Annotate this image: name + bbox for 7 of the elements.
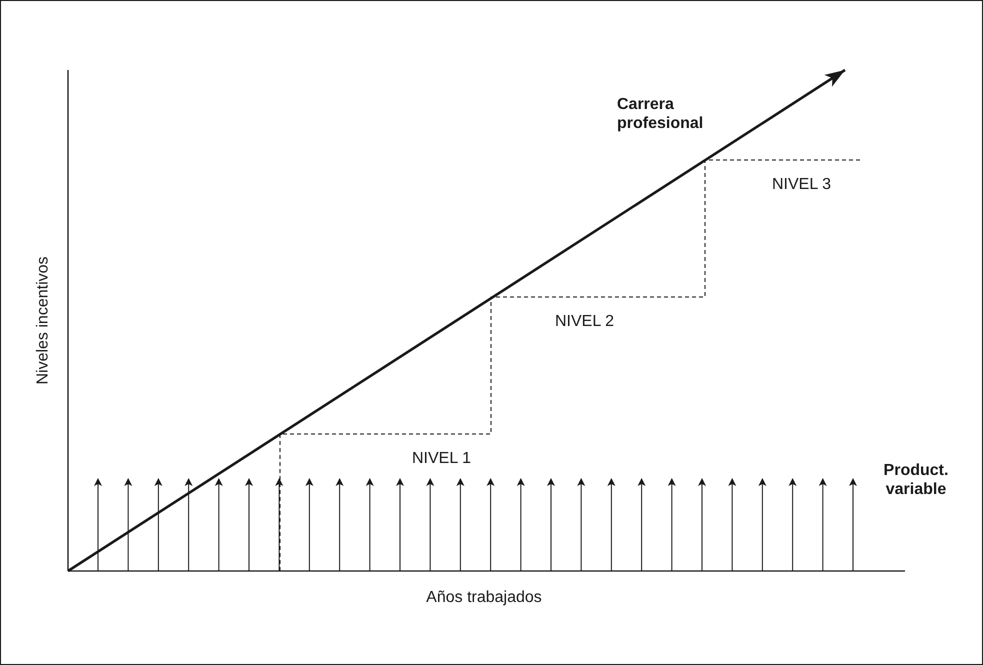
level-label: NIVEL 3	[772, 175, 831, 194]
level-label: NIVEL 1	[412, 449, 471, 468]
axis-title: Niveles incentivos	[34, 255, 52, 387]
line-label: Carrera profesional	[617, 95, 704, 133]
level-label: NIVEL 2	[555, 312, 614, 331]
arrows-label: Product. variable	[882, 461, 950, 499]
axis-title: Años trabajados	[425, 588, 543, 607]
